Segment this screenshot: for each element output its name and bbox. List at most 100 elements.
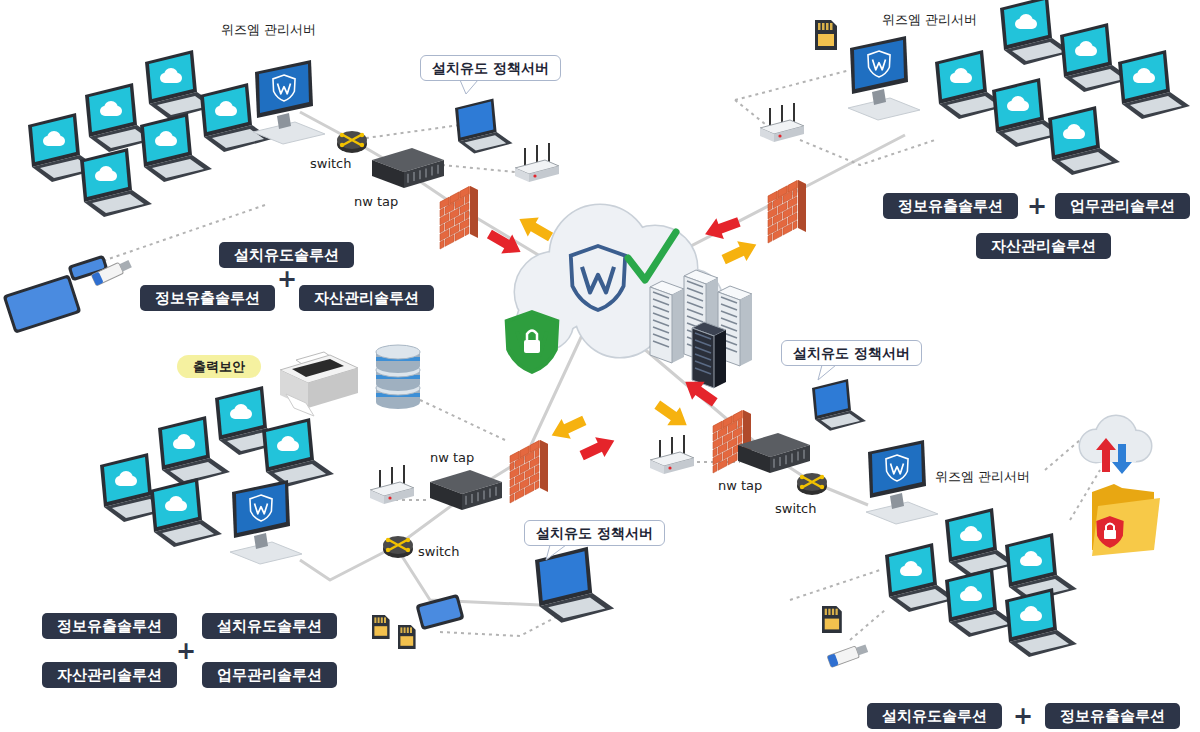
shape-rect xyxy=(830,23,833,30)
shape-face xyxy=(277,113,291,129)
vent-line xyxy=(489,489,491,498)
brick xyxy=(440,224,444,233)
laptop-icon xyxy=(150,478,222,547)
shape-rect xyxy=(1104,530,1116,539)
node-text: 자산관리솔루션 xyxy=(314,289,419,307)
db-top xyxy=(376,345,420,359)
download-arrow xyxy=(1112,444,1132,474)
shape-face xyxy=(144,117,188,162)
shape-face xyxy=(650,287,672,363)
shape-face xyxy=(740,294,752,366)
node-text: 업무관리솔루션 xyxy=(217,666,322,684)
db-bottom xyxy=(376,377,420,391)
brick xyxy=(535,465,539,474)
vent-line xyxy=(483,490,485,499)
shape-rect xyxy=(6,278,77,330)
shape-face xyxy=(292,359,344,377)
switch-arrows xyxy=(343,135,361,145)
shield-logo xyxy=(1097,517,1123,547)
node-text: 설치유도솔루션 xyxy=(234,246,339,264)
shape-rect xyxy=(828,609,830,615)
arrow-shape xyxy=(651,396,693,435)
shape-face xyxy=(266,422,310,467)
shape-circle xyxy=(820,485,824,489)
brick xyxy=(768,202,772,211)
device-label: nw tap xyxy=(430,450,474,466)
shape-rect xyxy=(825,619,839,630)
brick xyxy=(440,208,444,217)
usb-icon xyxy=(827,643,869,668)
shape-face xyxy=(1064,27,1108,72)
shape-rect xyxy=(818,23,821,30)
shape-face xyxy=(84,152,128,197)
shape-rect xyxy=(374,617,376,623)
shape-face xyxy=(1122,54,1166,99)
rack-slot xyxy=(687,281,703,287)
rack-slot xyxy=(721,318,737,324)
flow-arrow xyxy=(701,212,742,245)
plus-sign: + xyxy=(1013,704,1033,728)
shape-rect xyxy=(955,78,967,83)
shape-rect xyxy=(170,506,182,511)
vent-line xyxy=(791,453,793,462)
device-label: nw tap xyxy=(354,194,398,210)
shape-face xyxy=(672,289,684,363)
sd-card-icon xyxy=(815,20,837,50)
brick xyxy=(445,235,454,247)
shape-face xyxy=(949,572,993,617)
node-text: 설치유도 정책서버 xyxy=(793,344,910,362)
solution-box: 자산관리솔루션 xyxy=(299,285,434,311)
shape-face xyxy=(714,330,726,388)
flow-arrow xyxy=(547,410,589,445)
node-text: 정보유출솔루션 xyxy=(1060,707,1165,725)
arrow-shape xyxy=(679,373,721,412)
shape-rect xyxy=(374,626,387,636)
shield-outline xyxy=(886,455,908,481)
shape-face xyxy=(145,50,197,104)
shape-face xyxy=(204,87,248,132)
rack-slot xyxy=(695,361,711,367)
shape-face xyxy=(774,126,804,142)
lock-shackle xyxy=(527,331,537,341)
dotted-wire xyxy=(735,70,850,100)
solution-box: 정보유출솔루션 xyxy=(42,613,177,639)
shield-logo xyxy=(886,455,908,481)
shape-circle xyxy=(668,466,671,469)
brick xyxy=(783,223,792,235)
switch-icon xyxy=(797,473,827,495)
node-text: 자산관리솔루션 xyxy=(991,237,1096,255)
rack-slot xyxy=(687,288,703,294)
server-rack xyxy=(692,322,726,388)
rack-slot xyxy=(687,316,703,322)
rack-slot xyxy=(695,333,711,339)
flow-arrow xyxy=(484,224,526,261)
flow-arrow xyxy=(719,234,761,269)
shape-face xyxy=(1000,0,1052,50)
shape-rect xyxy=(3,274,82,334)
shield-w-mark xyxy=(873,59,886,69)
shape-rect xyxy=(407,627,409,633)
shape-face xyxy=(255,60,313,118)
tablet-icon xyxy=(415,594,464,631)
shape-face xyxy=(140,113,192,167)
server-monitor xyxy=(848,36,920,120)
rack-slot xyxy=(653,292,669,298)
router-icon xyxy=(760,103,804,142)
node-text: 설치유도 정책서버 xyxy=(536,524,653,542)
shape-face xyxy=(89,87,133,132)
shape-rect xyxy=(178,444,190,449)
switch-arrows xyxy=(803,477,821,487)
shape-rect xyxy=(400,636,413,646)
firewall-icon xyxy=(768,180,806,243)
vent-line xyxy=(413,172,415,181)
brick xyxy=(535,449,539,458)
brick xyxy=(713,432,717,441)
dotted-wire xyxy=(352,125,460,140)
shape-rect xyxy=(105,111,117,116)
node-text: 출력보안 xyxy=(193,358,245,375)
shape-rect xyxy=(1025,616,1037,621)
shape-rect xyxy=(400,627,402,633)
shape-face xyxy=(798,180,806,232)
node-text: 설치유도솔루션 xyxy=(217,617,322,635)
